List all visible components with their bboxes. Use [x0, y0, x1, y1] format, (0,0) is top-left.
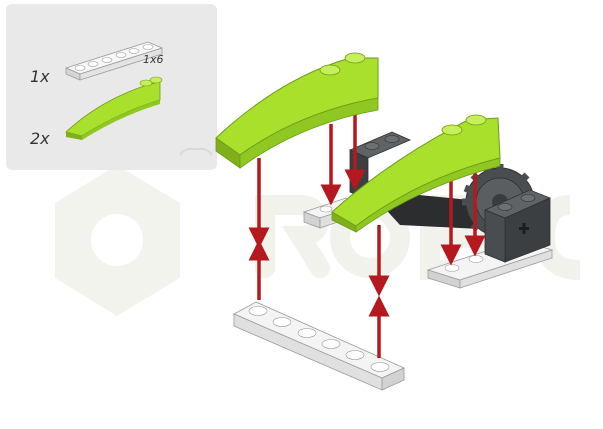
plate-quantity-label: 1x [30, 67, 50, 86]
plate-size-label: 1x6 [143, 53, 164, 66]
parts-list-panel: 1x6 1x 2x [6, 4, 217, 170]
slope-quantity-label: 2x [30, 129, 50, 148]
